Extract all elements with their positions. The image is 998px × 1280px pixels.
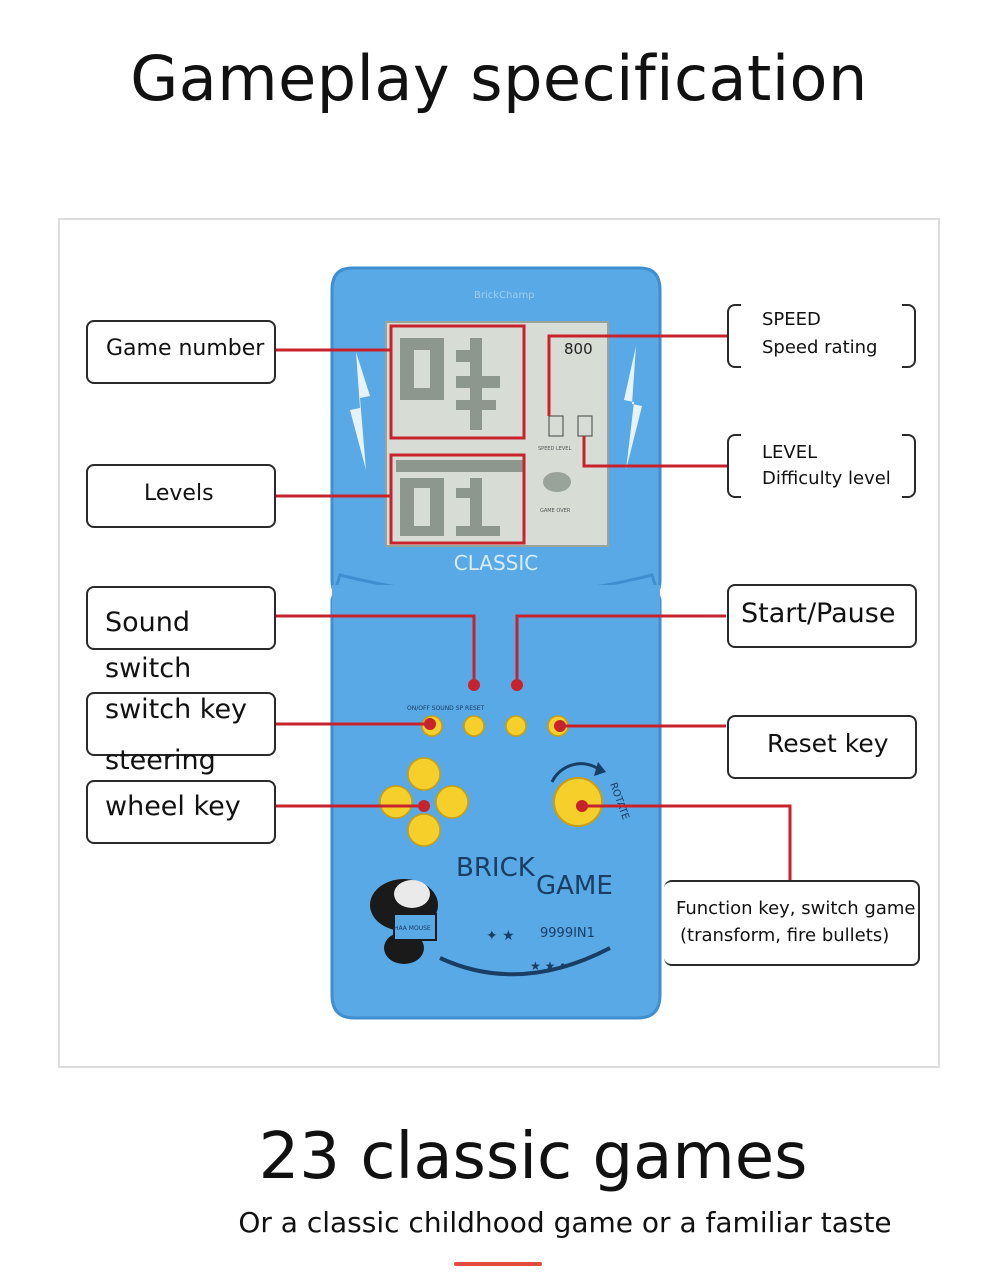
callout-start-pause <box>727 584 917 648</box>
speed-bracket-right <box>902 304 916 368</box>
brand-mark: BrickChamp <box>474 290 535 301</box>
callout-steering-wheel-key <box>86 780 276 844</box>
callout-switch-key <box>86 692 276 756</box>
page-title: Gameplay specification <box>130 42 868 115</box>
lightning-right-icon <box>624 346 642 470</box>
start-pause-button <box>505 715 527 737</box>
callout-function-key <box>664 880 920 966</box>
callout-reset-key <box>727 715 917 779</box>
callout-function-key-line1: Function key, switch game <box>676 898 916 919</box>
callout-reset-key-text: Reset key <box>767 729 889 758</box>
logo-game: GAME <box>536 871 613 901</box>
callout-steering-wheel-key-text: steering wheel key <box>105 745 241 822</box>
score-readout: 800 <box>564 340 593 358</box>
level-bracket-right <box>902 434 916 498</box>
callout-lines <box>276 334 792 880</box>
callout-speed-desc: Speed rating <box>762 337 878 358</box>
lcd-screen <box>385 321 609 547</box>
logo-count: 9999IN1 <box>540 926 595 941</box>
callout-switch-key-text: switch key <box>105 694 248 725</box>
logo-brick: BRICK <box>456 853 536 883</box>
lightning-left-icon <box>350 352 370 470</box>
callout-game-number-text: Game number <box>106 336 265 361</box>
callout-levels <box>86 464 276 528</box>
callout-sound-switch-text: Sound switch <box>105 607 192 684</box>
tagline: Or a classic childhood game or a familia… <box>238 1206 892 1239</box>
callout-function-key-line2: (transform, fire bullets) <box>680 925 890 946</box>
d-pad <box>379 757 469 847</box>
callout-start-pause-text: Start/Pause <box>741 598 896 629</box>
swoosh-decoration <box>439 946 611 977</box>
rotate-arrow-icon <box>550 762 601 783</box>
game-over-label: GAME OVER <box>540 508 571 514</box>
speed-level-label: SPEED LEVEL <box>538 446 571 452</box>
callout-game-number <box>86 320 276 384</box>
callout-speed-title: SPEED <box>762 309 821 330</box>
buttons-label: ON/OFF SOUND SP RESET <box>407 705 485 712</box>
speed-bracket-left <box>727 304 741 368</box>
screen-mascot-icon <box>543 472 571 492</box>
callout-sound-switch <box>86 586 276 650</box>
classic-label: CLASSIC <box>454 551 539 575</box>
sound-button <box>463 715 485 737</box>
callout-levels-text: Levels <box>144 481 214 506</box>
level-bracket-left <box>727 434 741 498</box>
svg-text:★ ★ •: ★ ★ • <box>530 959 566 973</box>
mouse-mascot-icon <box>370 879 438 964</box>
mascot-text: HAA MOUSE <box>394 925 431 932</box>
callout-level-desc: Difficulty level <box>762 468 891 489</box>
subheading: 23 classic games <box>258 1120 808 1194</box>
game-number-digits <box>400 338 500 430</box>
callout-level-title: LEVEL <box>762 442 818 463</box>
levels-digits <box>396 460 524 536</box>
accent-line <box>454 1262 542 1266</box>
stars-icon: ✦ ★ <box>486 928 515 944</box>
